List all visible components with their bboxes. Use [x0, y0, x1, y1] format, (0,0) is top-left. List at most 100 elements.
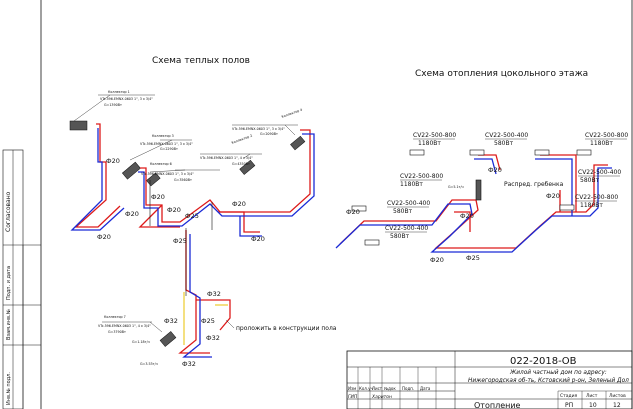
meter-b: G=3.53т/ч — [140, 362, 158, 366]
radiator-power: 580Вт — [393, 208, 413, 215]
collector-2-name: Коллектор 2 — [231, 134, 253, 145]
pipe-label: Ф20 — [460, 212, 474, 220]
collector-1-flow: G=1390Вт — [104, 103, 122, 107]
pipe-label: Ф20 — [430, 256, 444, 264]
side-stamp-inv: Инв.№ подл. — [6, 372, 12, 405]
radiator-model: CV22-500-400 — [385, 225, 428, 232]
pipe-label: Ф20 — [346, 208, 360, 216]
title-basement-heating: Схема отопления цокольного этажа — [415, 69, 588, 79]
sheets-value: 12 — [613, 402, 621, 409]
radiator-power: 580Вт — [494, 140, 514, 147]
pipe-label: Ф20 — [151, 193, 165, 201]
collector-notes: Коллектор 1 VTc.596.EMNX.0603 1", 3 x 3/… — [73, 90, 303, 334]
collector-3-spec: VTc.596.EMNX.0603 1", 3 x 3/4" — [140, 142, 193, 146]
floor-heating-scheme — [69, 120, 315, 358]
collector-4-flow: G=2090Вт — [260, 132, 278, 136]
pipe-label: Ф20 — [167, 206, 181, 214]
radiator-model: CV22-500-400 — [387, 200, 430, 207]
radiator-model: CV22-500-800 — [400, 173, 443, 180]
basement-heating-scheme — [335, 154, 612, 253]
pipe-label: Ф20 — [251, 235, 265, 243]
manifold-flow: G=5.1т/ч — [448, 185, 464, 189]
radiator-power: 1180Вт — [400, 181, 423, 188]
collector-3 — [121, 161, 141, 180]
radiator-icon — [475, 179, 482, 201]
header-cell: Изм — [348, 386, 356, 391]
header-cell: Кол.уч — [359, 386, 373, 391]
collector-6-flow: G=3560Вт — [174, 178, 192, 182]
collector-3-flow: G=2290Вт — [160, 147, 178, 151]
pipe-label: Ф25 — [185, 212, 199, 220]
radiator-model: CV22-500-800 — [413, 132, 456, 139]
collector-2-spec: VTc.596.EMNX.0603 1", 4 x 3/4" — [200, 156, 253, 160]
pipe-label: Ф20 — [488, 166, 502, 174]
header-cell: Дата — [420, 386, 431, 391]
side-stamp: Согласовано Подп. и дата Взам.инв.№ Инв.… — [2, 149, 41, 409]
radiator-model: CV22-500-800 — [575, 194, 618, 201]
pipe-label: Ф20 — [125, 210, 139, 218]
pipe-label: Ф25 — [466, 254, 480, 262]
radiator-icon — [576, 149, 592, 156]
radiator-icons — [351, 149, 592, 246]
radiator-power: 1180Вт — [418, 140, 441, 147]
sheet-value: 10 — [589, 402, 597, 409]
sheets-header: Листов — [609, 393, 626, 399]
collector-1-name: Коллектор 1 — [108, 90, 130, 94]
radiator-icon — [534, 149, 550, 156]
pipe-label: Ф20 — [546, 192, 560, 200]
radiator-power: 1180Вт — [580, 202, 603, 209]
floor-pipe-labels: Ф20 Ф20 Ф20 Ф20 Ф25 Ф20 Ф20 Ф25 Ф20 Ф32 … — [97, 157, 265, 368]
basement-notes: Распред. гребенка G=5.1т/ч Ф20 Ф20 Ф20 Ф… — [346, 166, 564, 264]
collector-7-spec: VTc.596.EMNX.0603 1", 4 x 3/4" — [98, 324, 151, 328]
pipe-label: Ф32 — [182, 360, 196, 368]
collector-7-name: Коллектор 7 — [104, 315, 126, 319]
pipe-label: Ф32 — [206, 334, 220, 342]
side-stamp-agreed: Согласовано — [5, 191, 12, 232]
stage-header: Стадия — [560, 393, 578, 399]
sheet-header: Лист — [586, 393, 598, 399]
collector-1-spec: VTc.596.EMNX.0603 1", 3 x 3/4" — [100, 97, 153, 101]
collector-7-flow: G=3790Вт — [108, 330, 126, 334]
radiator-power: 580Вт — [580, 177, 600, 184]
radiator-icon — [364, 239, 380, 246]
collector-4 — [290, 135, 306, 151]
stage-value: РП — [565, 402, 573, 409]
radiator-power: 580Вт — [390, 233, 410, 240]
pipe-label: Ф20 — [97, 233, 111, 241]
pipe-label: Ф20 — [106, 157, 120, 165]
lay-in-floor-note: проложить в конструкции пола — [236, 325, 337, 332]
floor-notes: проложить в конструкции пола G=1.18т/ч G… — [132, 319, 337, 366]
collector-2-flow: G=4350Вт — [232, 162, 250, 166]
pipe-label: Ф32 — [207, 290, 221, 298]
pipe-label: Ф32 — [164, 317, 178, 325]
radiator-labels: CV22-500-800 1180Вт CV22-500-400 580Вт C… — [385, 132, 628, 240]
title-floor-heating: Схема теплых полов — [152, 56, 250, 66]
pipe-label: Ф25 — [173, 237, 187, 245]
side-stamp-replace: Взам.инв.№ — [6, 308, 12, 340]
pipe-label: Ф25 — [201, 317, 215, 325]
radiator-power: 1180Вт — [590, 140, 613, 147]
collector-6-spec: VTc.596.EMNX.0603 1", 3 x 3/4" — [141, 172, 194, 176]
radiator-icon — [469, 149, 485, 156]
pipe-label: Ф20 — [232, 200, 246, 208]
header-cell: Лист — [372, 386, 383, 391]
side-stamp-sign-date: Подп. и дата — [6, 266, 12, 300]
title-block: 022-2018-ОВ Жилой частный дом по адресу:… — [346, 350, 633, 409]
row-role: ГИП — [348, 394, 358, 400]
meter-a: G=1.18т/ч — [132, 340, 150, 344]
collector-2 — [239, 159, 256, 175]
radiator-model: CV22-500-400 — [485, 132, 528, 139]
row-author: Харитон — [371, 394, 392, 400]
radiator-model: CV22-500-400 — [578, 169, 621, 176]
header-cell: №док — [384, 386, 396, 391]
radiator-icon — [409, 149, 425, 156]
collector-4-name: Коллектор 4 — [281, 108, 303, 119]
sheet-title: Отопление — [474, 401, 521, 409]
collector-4-spec: VTc.596.EMNX.0603 1", 3 x 3/4" — [232, 127, 285, 131]
collector-1 — [69, 120, 88, 131]
collector-6-name: Коллектор 6 — [150, 162, 172, 166]
address-line-1: Жилой частный дом по адресу: — [509, 370, 607, 376]
manifold-label: Распред. гребенка — [504, 181, 564, 188]
radiator-icon — [351, 205, 367, 212]
